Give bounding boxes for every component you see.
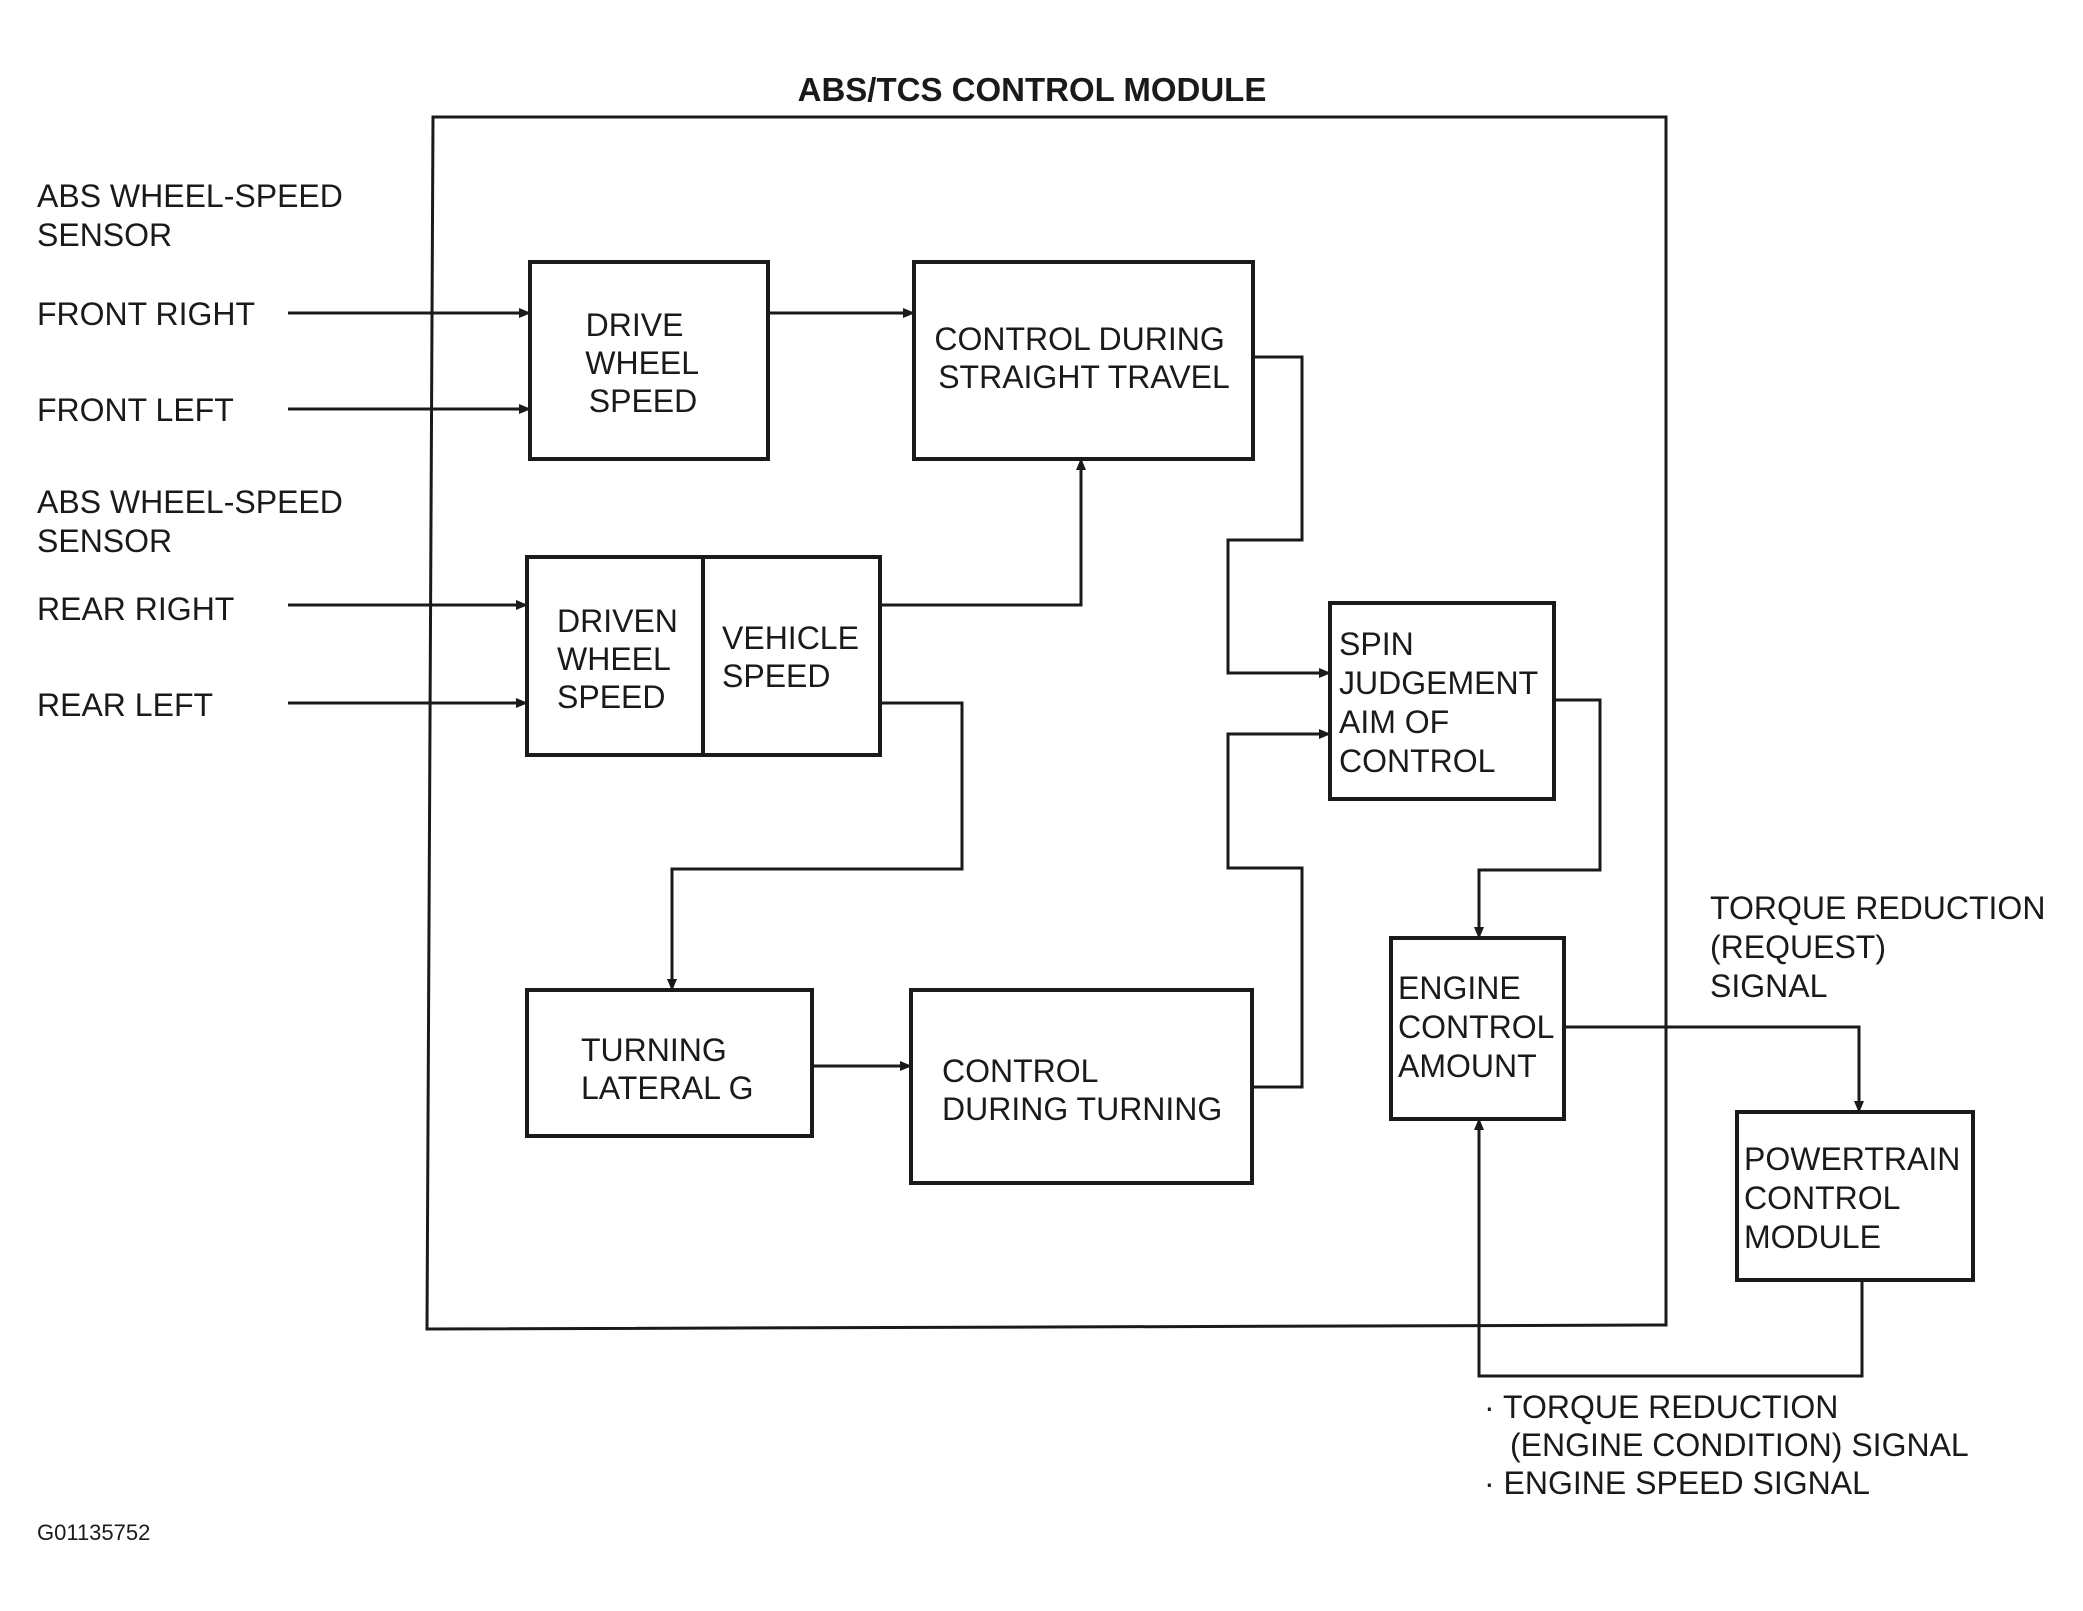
rear-sensor-group-label: ABS WHEEL-SPEED SENSOR — [37, 484, 352, 559]
engine-condition-signal-label: · TORQUE REDUCTION (ENGINE CONDITION) SI… — [1484, 1389, 1976, 1501]
turning-lateral-g-block: TURNING LATERAL G — [525, 988, 814, 1138]
driven-wheel-speed-block: DRIVEN WHEEL SPEED — [525, 555, 705, 757]
vehicle-speed-to-lateral-g-arrow — [667, 701, 964, 991]
svg-text:POWERTRAIN CONTROL: POWERTRAIN CONTROL MODULE — [1744, 1141, 1969, 1255]
control-straight-travel-block: CONTROL DURING STRAIGHT TRAVEL — [912, 260, 1255, 461]
svg-text:DRIVEN WHEEL SPEED: DRIVEN WHEEL SPEED — [557, 603, 687, 715]
torque-request-arrow — [1564, 1025, 1864, 1113]
svg-text:CONTROL DURING STRAIGHT: CONTROL DURING STRAIGHT TRAVEL — [934, 321, 1233, 395]
svg-text:DRIVE WHEEL SPEED: DRIVE WHEEL SPEED — [585, 307, 707, 419]
front-right-label: FRONT RIGHT — [37, 296, 255, 332]
rear-right-label: REAR RIGHT — [37, 591, 234, 627]
front-left-label: FRONT LEFT — [37, 392, 234, 428]
straight-to-spin-arrow — [1226, 355, 1331, 678]
front-sensor-group-label: ABS WHEEL-SPEED SENSOR — [37, 178, 352, 253]
vehicle-speed-to-straight-arrow — [880, 458, 1086, 607]
drive-wheel-speed-block: DRIVE WHEEL SPEED — [528, 260, 770, 461]
svg-text:SPIN JUDGEMENT AIM: SPIN JUDGEMENT AIM OF CONTROL — [1339, 626, 1546, 779]
spin-judgement-block: SPIN JUDGEMENT AIM OF CONTROL — [1328, 601, 1556, 801]
figure-id: G01135752 — [37, 1520, 150, 1545]
spin-to-engine-amount-arrow — [1474, 698, 1602, 939]
turning-to-spin-arrow — [1226, 729, 1331, 1089]
control-during-turning-block: CONTROL DURING TURNING — [909, 988, 1254, 1185]
vehicle-speed-block: VEHICLE SPEED — [701, 555, 882, 757]
torque-request-signal-label: TORQUE REDUCTION (REQUEST) SIGNAL — [1710, 890, 2054, 1004]
svg-text:TURNING LATERAL G: TURNING LATERAL G — [581, 1032, 754, 1106]
module-boundary — [425, 115, 1668, 1331]
engine-condition-arrow — [1474, 1118, 1864, 1378]
powertrain-control-module-block: POWERTRAIN CONTROL MODULE — [1735, 1110, 1975, 1282]
svg-text:CONTROL DURING TURNING: CONTROL DURING TURNING — [942, 1053, 1222, 1127]
svg-text:VEHICLE SPEED: VEHICLE SPEED — [722, 620, 868, 694]
module-title: ABS/TCS CONTROL MODULE — [798, 71, 1267, 108]
svg-text:ENGINE CONTROL AMO: ENGINE CONTROL AMOUNT — [1398, 970, 1562, 1084]
rear-left-label: REAR LEFT — [37, 687, 213, 723]
engine-control-amount-block: ENGINE CONTROL AMOUNT — [1389, 936, 1566, 1121]
